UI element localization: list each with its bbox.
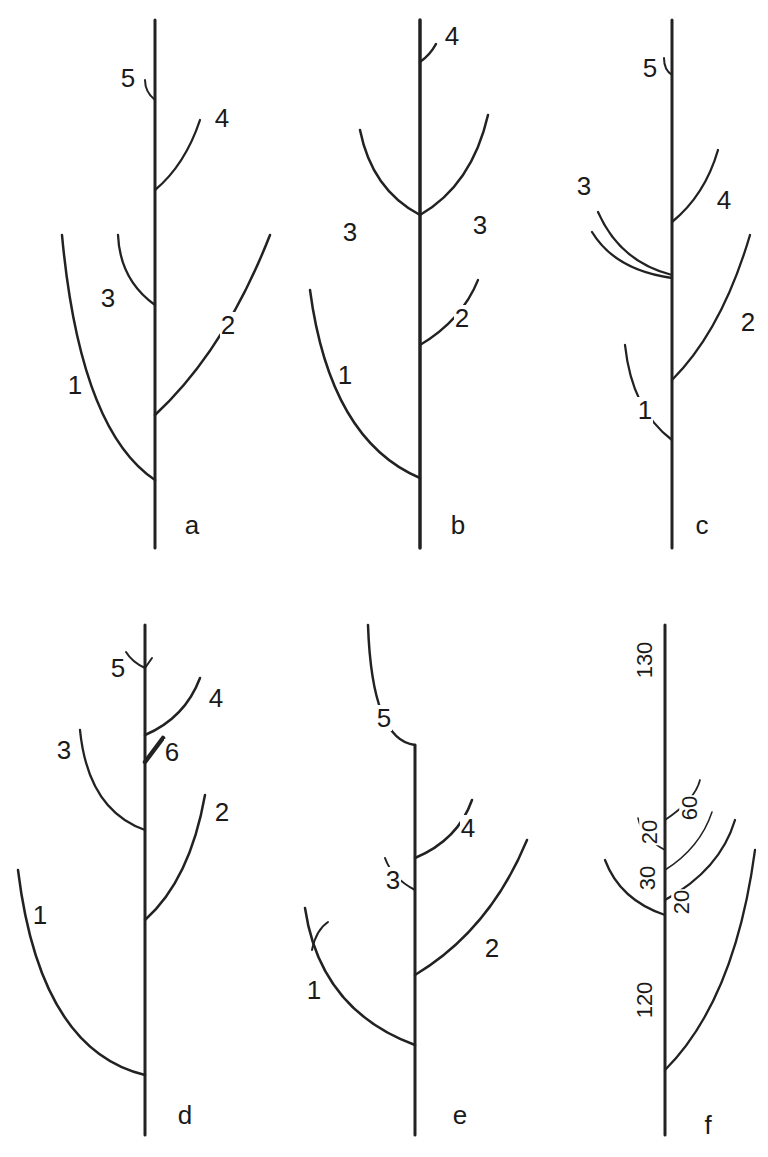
internode-length: 20 [639, 819, 661, 845]
branch-number: 1 [637, 397, 653, 423]
branch-number: 2 [454, 305, 470, 331]
internode-length: 30 [637, 865, 659, 891]
panel-letter: e [452, 1102, 468, 1128]
branch-number: 1 [337, 362, 353, 388]
branch-number: 2 [740, 309, 756, 335]
branch-number: 5 [376, 705, 392, 731]
internode-length: 20 [671, 889, 693, 915]
panel-letter: c [695, 512, 710, 538]
branch-number: 4 [460, 815, 476, 841]
branch-number: 2 [484, 935, 500, 961]
branch-number: 1 [306, 977, 322, 1003]
internode-length: 60 [679, 795, 701, 821]
branch-number: 3 [385, 867, 401, 893]
panel-letter: a [184, 512, 200, 538]
branch-number: 5 [120, 65, 136, 91]
shoot-e [305, 625, 527, 1135]
branch-number: 3 [100, 285, 116, 311]
branch-number: 3 [342, 219, 358, 245]
branch-number: 5 [110, 655, 126, 681]
panel-letter: d [177, 1102, 193, 1128]
branch-number: 2 [220, 312, 236, 338]
internode-length: 130 [634, 641, 656, 680]
branch-number: 4 [208, 685, 224, 711]
branch-number: 4 [214, 105, 230, 131]
shoot-a [62, 20, 270, 548]
shoot-b [310, 20, 488, 548]
branch-number: 2 [214, 799, 230, 825]
branch-number: 3 [472, 212, 488, 238]
branch-number: 5 [642, 55, 658, 81]
branch-number: 1 [32, 902, 48, 928]
shoot-f [605, 625, 755, 1135]
branch-number: 3 [576, 173, 592, 199]
shoot-d [18, 625, 205, 1135]
branch-number: 4 [444, 23, 460, 49]
internode-length: 120 [634, 981, 656, 1020]
branch-number: 6 [164, 739, 180, 765]
panel-letter: b [450, 512, 466, 538]
panel-letter: f [703, 1112, 712, 1138]
branch-number: 1 [67, 372, 83, 398]
branch-number: 3 [56, 737, 72, 763]
branch-number: 4 [716, 187, 732, 213]
shoot-c [592, 20, 750, 548]
